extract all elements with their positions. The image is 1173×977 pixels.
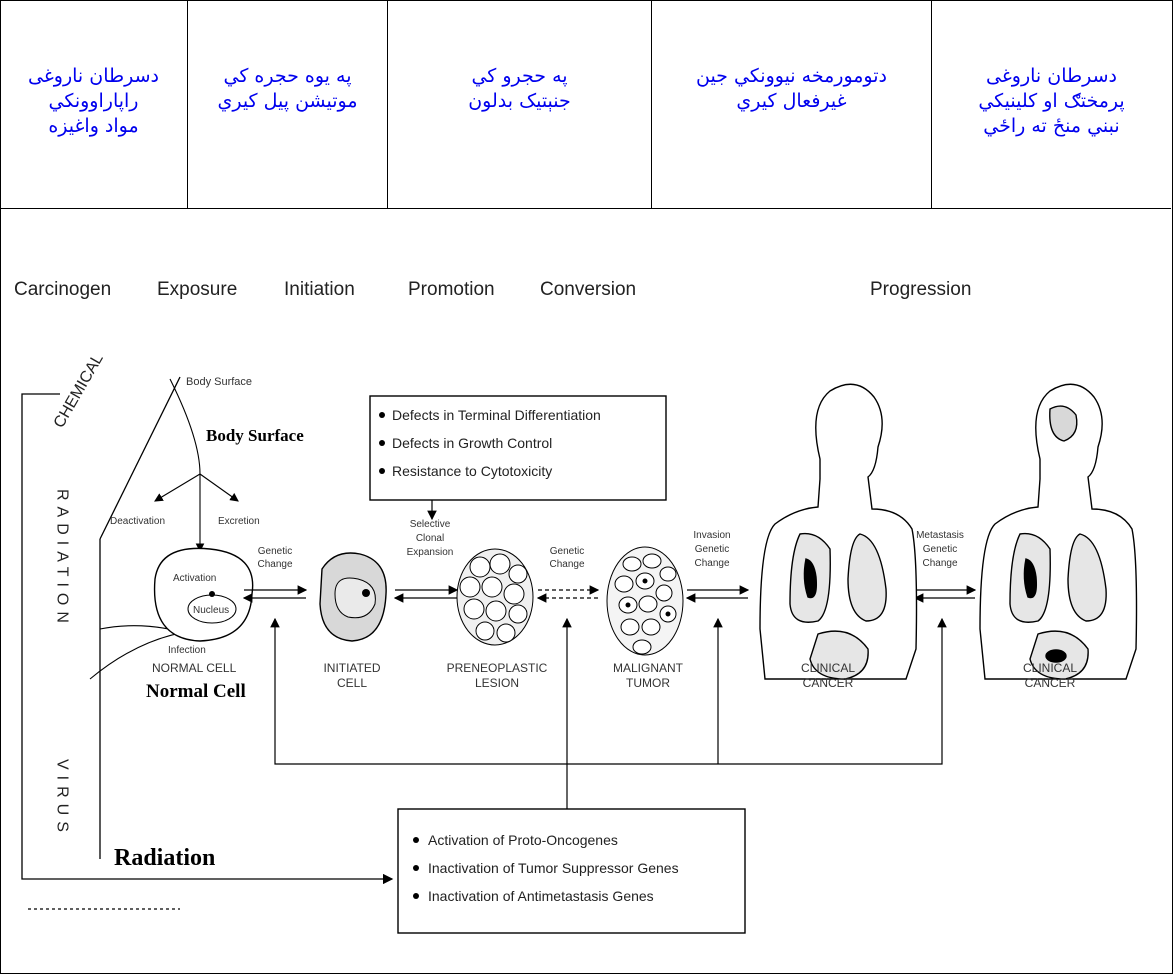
selective-clonal-label: Selective [410,519,451,530]
header-cell-4: دتومورمخه نيوونكي جين غيرفعال كيري [652,0,932,208]
genetic-change-2-label: Change [549,559,584,570]
preneoplastic-label: PRENEOPLASTIC [447,661,548,675]
invasion-genetic-label: Invasion [693,530,730,541]
stage-promotion: Promotion [408,279,495,300]
genes-item: Inactivation of Tumor Suppressor Genes [428,860,679,876]
defects-box: Defects in Terminal Differentiation Defe… [370,396,666,519]
left-bracket-lines [22,377,392,909]
body-surface-small-label: Body Surface [186,376,252,388]
nucleus-label: Nucleus [193,605,229,616]
cell-stage-labels: INITIATED CELL PRENEOPLASTIC LESION MALI… [323,661,1077,690]
normal-cell-small-label: NORMAL CELL [152,661,237,675]
header-table-row: دسرطان ناروغى راپاراوونكي مواد واغيزه په… [0,0,1171,209]
preneoplastic-lesion [457,549,533,645]
malignant-tumor-label: TUMOR [626,676,670,690]
invasion-genetic-label: Genetic [695,544,729,555]
selective-clonal-label: Expansion [407,547,454,558]
malignant-tumor [607,547,683,655]
initiated-cell [320,553,386,641]
preneoplastic-label: LESION [475,676,519,690]
clinical-cancer-figure-1 [760,384,917,679]
header-cell-text: دسرطان ناروغى پرمختګ او كلينيكي نبني منځ… [978,64,1124,139]
genes-item: Inactivation of Antimetastasis Genes [428,888,654,904]
normal-cell-large-label: Normal Cell [146,681,246,702]
clinical-cancer-figure-2 [980,384,1137,679]
chemical-diagonal-line [100,377,180,539]
carcinogenesis-diagram: Carcinogen Exposure Initiation Promotion… [0,209,1171,972]
body-surface-large-label: Body Surface [206,426,304,445]
malignant-tumor-label: MALIGNANT [613,661,684,675]
header-cell-1: دسرطان ناروغى راپاراوونكي مواد واغيزه [0,0,188,208]
header-cell-text: په يوه حجره كي موتيشن پيل كيري [217,64,357,114]
chemical-label: CHEMICAL [51,351,107,431]
stage-headings: Carcinogen Exposure Initiation Promotion… [14,279,971,300]
defects-item: Defects in Terminal Differentiation [392,407,601,423]
header-cell-text: دتومورمخه نيوونكي جين غيرفعال كيري [696,64,887,114]
radiation-large-label: Radiation [114,845,215,871]
header-cell-text: دسرطان ناروغى راپاراوونكي مواد واغيزه [28,64,159,139]
normal-cell [155,548,253,641]
stage-progression: Progression [870,279,971,300]
metastasis-genetic-label: Metastasis [916,530,964,541]
genes-item: Activation of Proto-Oncogenes [428,832,618,848]
diagram-svg: Carcinogen Exposure Initiation Promotion… [0,209,1171,972]
defects-item: Defects in Growth Control [392,435,552,451]
clinical-cancer-label-2: CLINICAL [1023,661,1077,675]
deactivation-label: Deactivation [110,516,165,527]
virus-vertical-label: VIRUS [54,759,71,838]
genetic-change-1-label: Change [257,559,292,570]
stage-exposure: Exposure [157,279,237,300]
clinical-cancer-label-1: CLINICAL [801,661,855,675]
excretion-label: Excretion [218,516,260,527]
stage-initiation: Initiation [284,279,355,300]
metastasis-genetic-label: Change [922,558,957,569]
invasion-genetic-label: Change [694,558,729,569]
header-cell-3: په حجرو كي جنېتيک بدلون [388,0,652,208]
header-cell-2: په يوه حجره كي موتيشن پيل كيري [188,0,388,208]
metastasis-genetic-label: Genetic [923,544,957,555]
clinical-cancer-label-2: CANCER [1025,676,1076,690]
stage-carcinogen: Carcinogen [14,279,111,300]
stage-conversion: Conversion [540,279,636,300]
selective-clonal-label: Clonal [416,533,444,544]
activation-label: Activation [173,573,216,584]
infection-label: Infection [168,645,206,656]
clinical-cancer-label-1: CANCER [803,676,854,690]
initiated-cell-label: INITIATED [323,661,380,675]
genetic-change-2-label: Genetic [550,546,584,557]
initiated-cell-label: CELL [337,676,367,690]
header-cell-text: په حجرو كي جنېتيک بدلون [468,64,571,114]
defects-item: Resistance to Cytotoxicity [392,463,552,479]
header-cell-5: دسرطان ناروغى پرمختګ او كلينيكي نبني منځ… [932,0,1171,208]
radiation-vertical-label: RADIATION [54,489,71,629]
genes-box: Activation of Proto-Oncogenes Inactivati… [398,809,745,933]
genetic-change-1-label: Genetic [258,546,292,557]
